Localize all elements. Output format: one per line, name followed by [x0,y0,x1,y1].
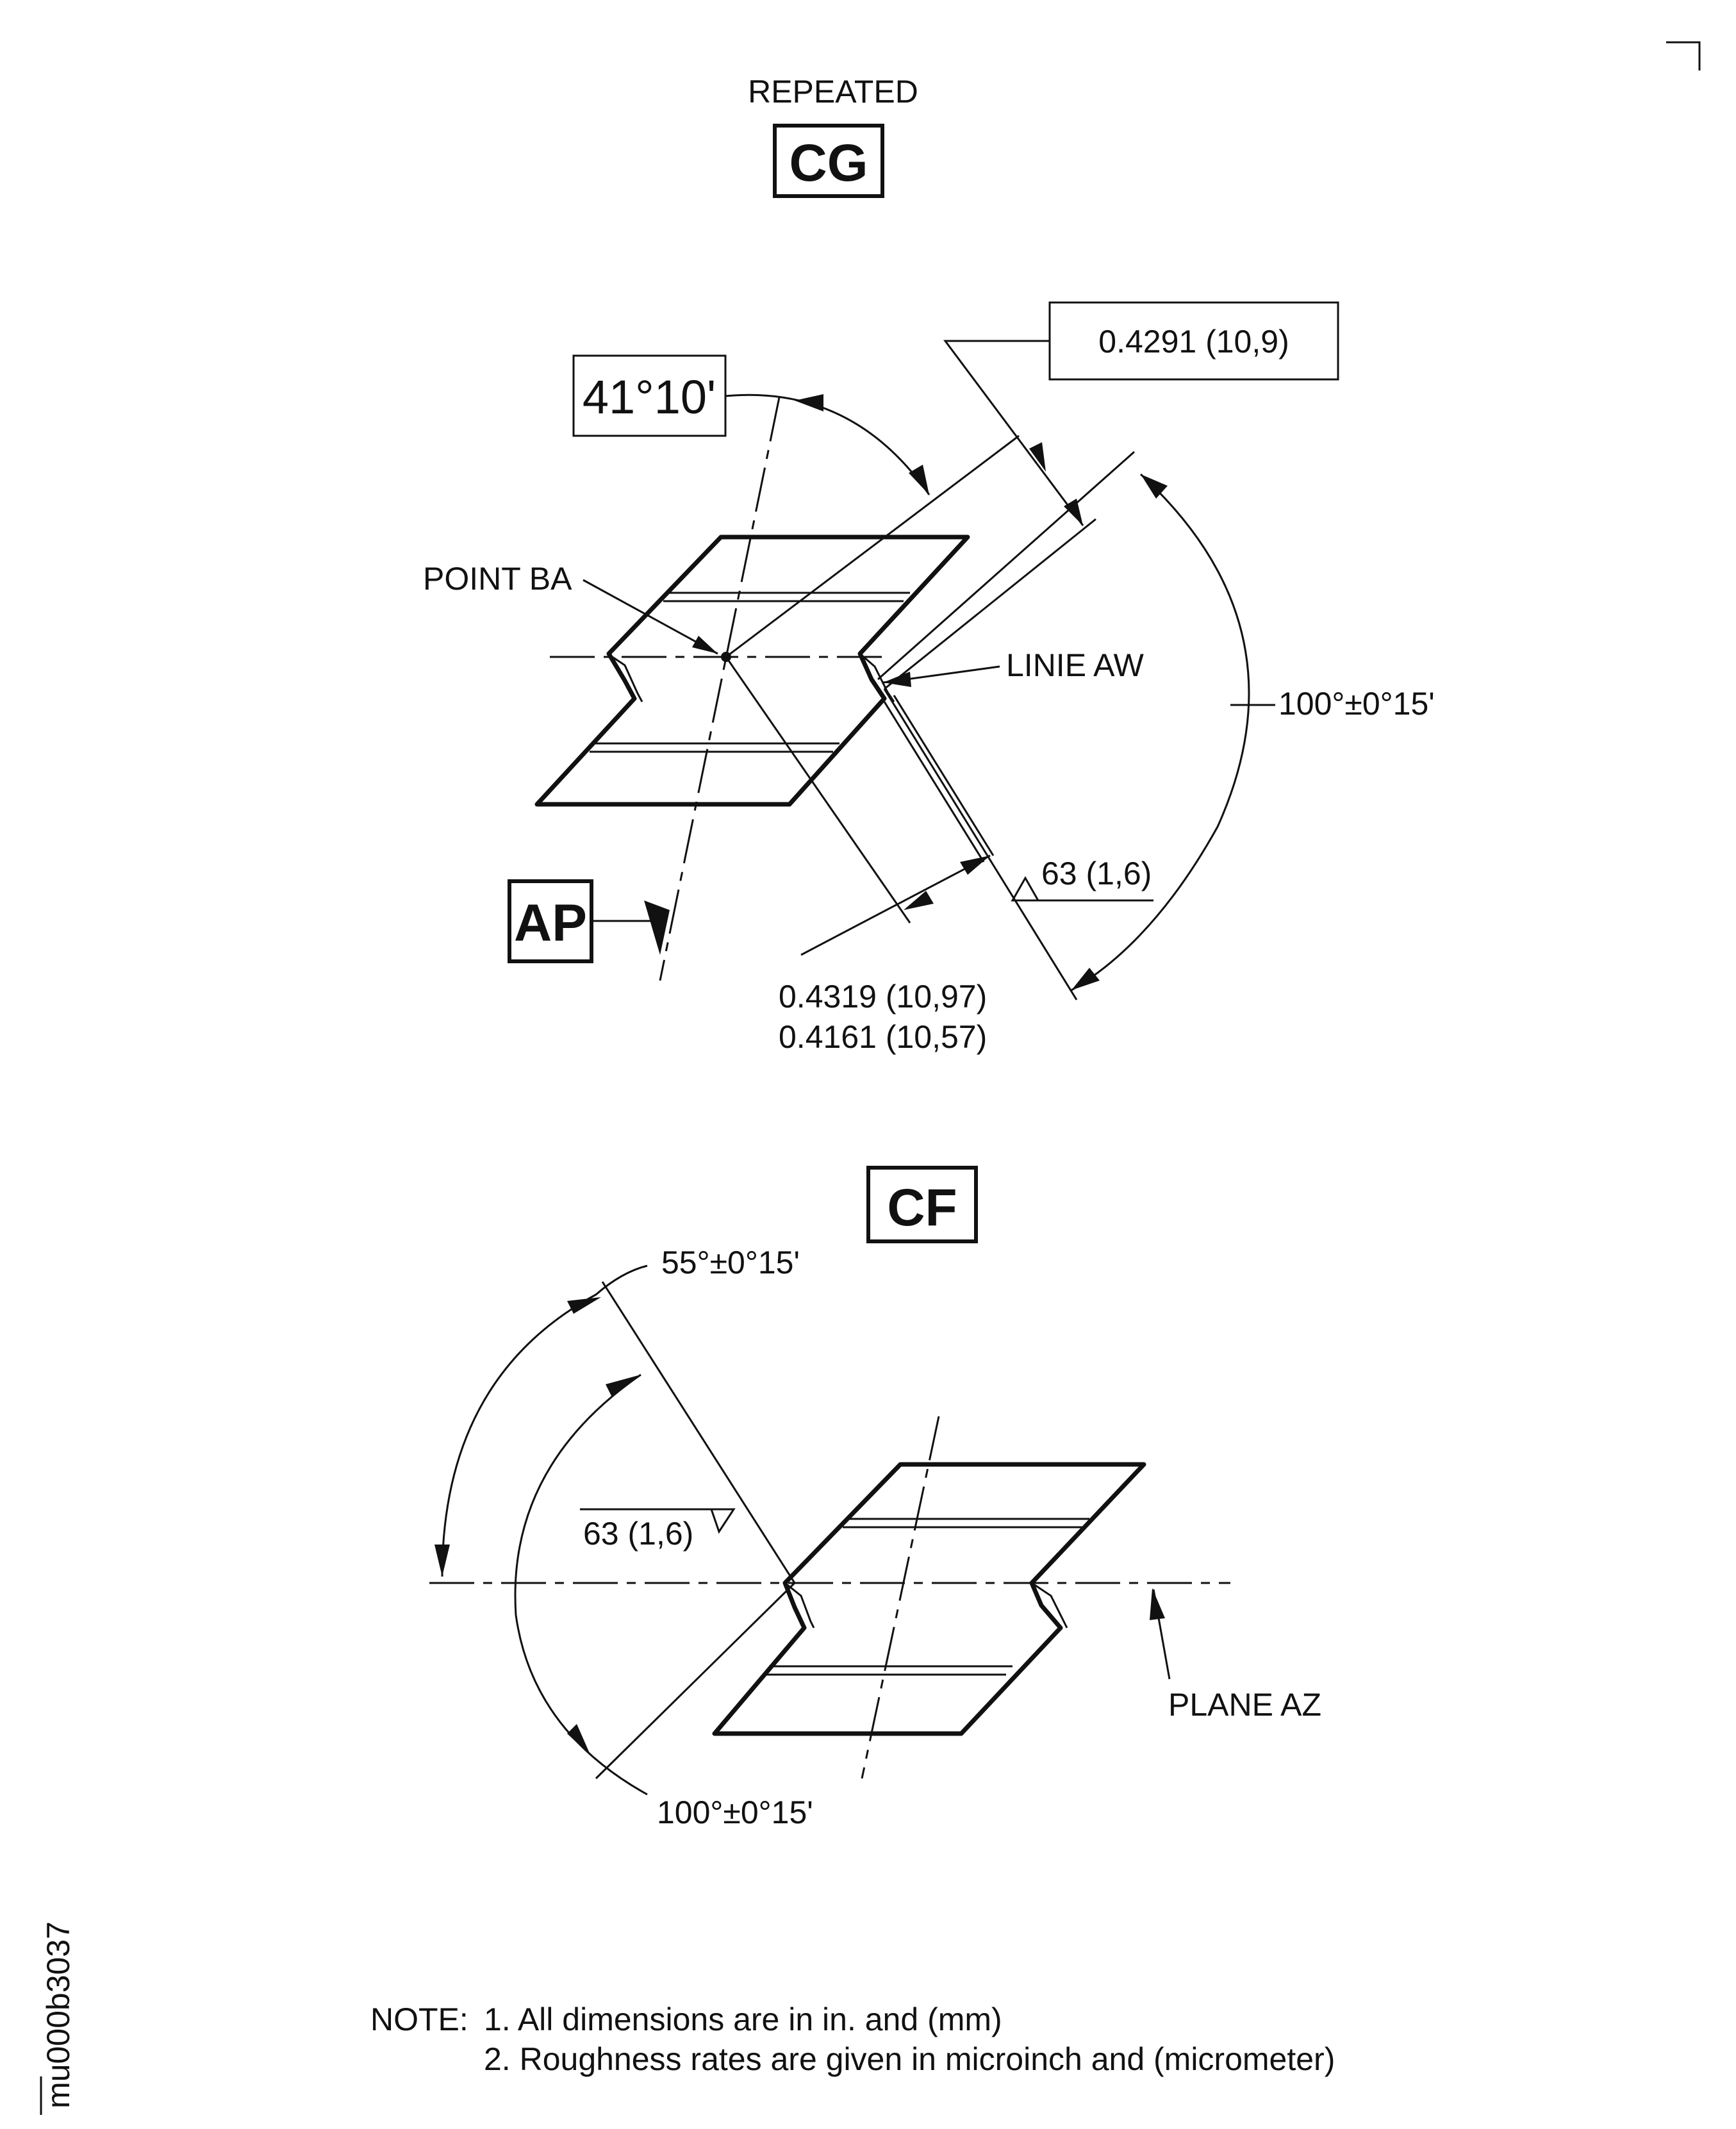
arrowhead-dim-top-2 [1064,499,1083,526]
notes: NOTE: 1. All dimensions are in in. and (… [370,2001,1335,2077]
roughness-symbol-bottom [709,1508,736,1534]
ext-line-55 [601,1281,796,1584]
angle-arc-100-bottom [514,1373,648,1796]
part-hem-bottom-right [1031,1582,1068,1628]
angle-100-right-label: 100°±0°15' [1278,686,1435,722]
ext-line-e [883,701,985,863]
part-outline-bottom [712,1462,1146,1736]
ext-line-100 [595,1582,796,1780]
roughness-bottom-text: 63 (1,6) [583,1516,693,1552]
angle-arc-41 [725,393,930,495]
arrowhead-linie-aw [883,672,911,687]
arrowhead-100b-bottom [567,1724,591,1756]
arrowhead-100b-top [606,1375,641,1397]
view-id-box-cf [866,1166,978,1243]
arrowhead-41-left [795,394,823,411]
angle-100-bottom-label: 100°±0°15' [657,1794,813,1830]
view-id-cf: CF [887,1179,957,1237]
point-ba-leader [583,579,718,655]
angle-55-label: 55°±0°15' [661,1245,800,1280]
dim-box-top [1048,301,1339,381]
linie-aw-label: LINIE AW [1006,647,1145,683]
angle-arc-100-right [1071,473,1250,991]
ref-line-upper [725,435,1020,658]
repeated-label: REPEATED [748,74,918,110]
ext-line-d [893,695,995,856]
plane-az-label: PLANE AZ [1168,1687,1321,1723]
arrowhead-100-top [1141,474,1168,499]
point-ba-label: POINT BA [423,561,572,597]
top-view: REPEATED CG 41°10' 0.4291 (10,9) [423,74,1435,1055]
figure-code: mu000b3037 [40,1921,76,2108]
ext-line-c [883,688,1078,1000]
angle-box [572,354,727,437]
note-line-2: 2. Roughness rates are given in microinc… [484,2041,1335,2077]
corner-mark-top-right [1666,41,1701,70]
ext-line-a [877,451,1135,681]
arrowhead-dim-top-1 [1029,442,1046,472]
datum-box-ap [508,879,593,963]
part-hem-right [859,652,895,702]
leader-dim-top [943,340,1084,526]
note-line-1: 1. All dimensions are in in. and (mm) [484,2001,1002,2037]
arrowhead-55-bottom [434,1545,450,1577]
dim-line-bottom [800,854,991,956]
arrowhead-100-bottom [1071,968,1100,990]
angle-box-text: 41°10' [583,370,716,424]
note-prefix: NOTE: [370,2001,468,2037]
arrowhead-point-ba [692,636,718,654]
bottom-view: CF 55°±0°15' 100°±0°15' 63 (1,6) PLAN [429,1166,1321,1830]
angle-arc-55 [441,1264,648,1577]
roughness-top-text: 63 (1,6) [1041,856,1152,891]
arrowhead-55-top [567,1297,601,1314]
arrowhead-41-right [909,465,929,495]
arrowhead-dim-bottom-2 [960,856,990,875]
datum-ap-text: AP [514,894,587,952]
inclined-centerline-bottom [861,1416,940,1779]
arrowhead-dim-bottom-1 [904,891,934,910]
roughness-symbol-top [1011,875,1040,902]
view-id-box-cg [773,124,884,198]
part-hem-bottom-left [784,1582,815,1628]
part-hem-left [607,652,643,702]
dim-top-text: 0.4291 (10,9) [1098,324,1289,360]
part-outline-top [534,534,970,807]
inclined-centerline [659,397,781,981]
datum-ap-triangle [644,900,670,955]
arrowhead-plane-az [1150,1588,1165,1620]
view-id-cg: CG [789,134,868,192]
ref-line-lower [725,656,911,924]
ext-line-b [884,518,1096,690]
dim-bottom-text-2: 0.4161 (10,57) [779,1019,987,1055]
dim-bottom-text-1: 0.4319 (10,97) [779,979,987,1015]
